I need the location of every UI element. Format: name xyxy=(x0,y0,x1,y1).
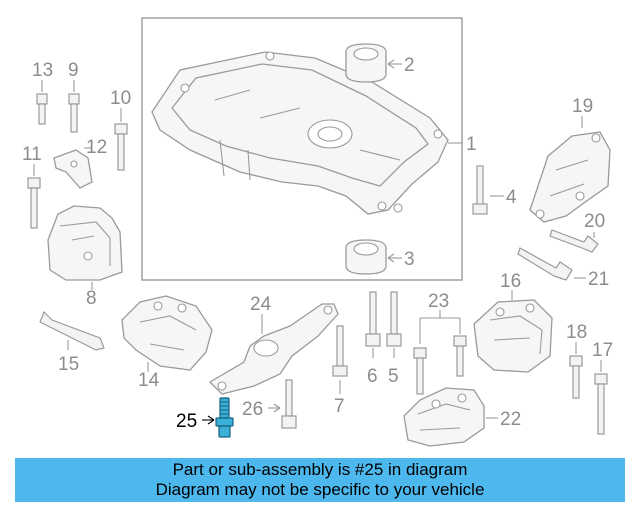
callout-2: 2 xyxy=(404,55,415,76)
subframe-group-frame xyxy=(141,17,463,281)
part-26-bolt[interactable] xyxy=(281,379,297,429)
callout-25: 25 xyxy=(176,411,197,432)
callout-10: 10 xyxy=(110,88,131,109)
callout-12: 12 xyxy=(86,137,107,158)
part-23-bolts[interactable] xyxy=(413,335,467,395)
part-5-bolt[interactable] xyxy=(386,291,402,347)
part-19-bracket[interactable] xyxy=(529,131,611,223)
callout-22: 22 xyxy=(500,409,521,430)
callout-24: 24 xyxy=(250,294,272,315)
part-16-transmission-mount[interactable] xyxy=(473,299,553,373)
callout-9: 9 xyxy=(68,60,79,81)
banner-line-1: Part or sub-assembly is #25 in diagram xyxy=(172,460,468,479)
part-8-mount[interactable] xyxy=(47,205,123,281)
part-25-bolt-highlighted[interactable] xyxy=(215,397,234,438)
callout-14: 14 xyxy=(138,370,160,391)
banner-line-2: Diagram may not be specific to your vehi… xyxy=(155,480,485,499)
callout-26: 26 xyxy=(242,399,263,420)
callout-1: 1 xyxy=(466,134,477,155)
part-3-bushing[interactable] xyxy=(345,239,387,275)
part-7-bolt[interactable] xyxy=(332,325,348,377)
callout-23: 23 xyxy=(428,291,449,312)
callout-17: 17 xyxy=(592,340,613,361)
callout-13: 13 xyxy=(32,60,53,81)
part-6-bolt[interactable] xyxy=(365,291,381,347)
callout-6: 6 xyxy=(367,366,378,387)
callout-20: 20 xyxy=(584,211,605,232)
callout-18: 18 xyxy=(566,322,587,343)
callout-19: 19 xyxy=(572,96,593,117)
part-22-mount[interactable] xyxy=(403,387,485,447)
part-13-bolt[interactable] xyxy=(36,93,48,125)
part-1-subframe[interactable] xyxy=(151,51,449,215)
part-18-bolt[interactable] xyxy=(569,355,583,399)
callout-5: 5 xyxy=(388,366,399,387)
part-20-bolt[interactable] xyxy=(549,229,599,253)
callout-3: 3 xyxy=(404,249,415,270)
callout-8: 8 xyxy=(86,288,97,309)
callout-4: 4 xyxy=(506,187,517,208)
part-24-torque-arm[interactable] xyxy=(208,303,339,395)
part-14-mount[interactable] xyxy=(121,295,213,371)
part-10-bolt[interactable] xyxy=(114,123,128,171)
callout-16: 16 xyxy=(500,271,521,292)
part-17-bolt[interactable] xyxy=(594,373,608,435)
callout-15: 15 xyxy=(58,354,79,375)
part-4-bolt[interactable] xyxy=(472,165,488,215)
part-15-bolt[interactable] xyxy=(39,310,105,351)
part-12-bracket[interactable] xyxy=(53,149,93,189)
part-21-bolt[interactable] xyxy=(517,247,573,281)
part-2-bushing[interactable] xyxy=(345,43,387,83)
part-11-bolt[interactable] xyxy=(27,177,41,229)
part-9-bolt[interactable] xyxy=(68,93,80,133)
info-banner: Part or sub-assembly is #25 in diagram D… xyxy=(15,458,625,502)
callout-7: 7 xyxy=(334,396,345,417)
callout-11: 11 xyxy=(22,144,42,165)
callout-21: 21 xyxy=(588,269,609,290)
